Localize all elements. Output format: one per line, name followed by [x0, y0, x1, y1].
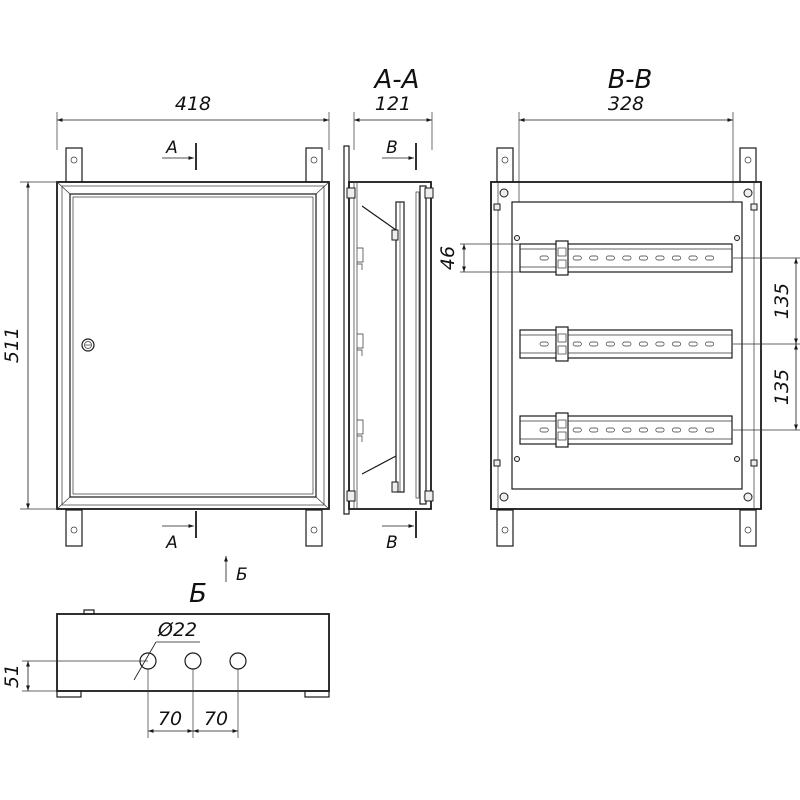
dim-bb-width: 328 [518, 93, 734, 202]
knockout-hole-2 [184, 652, 202, 670]
dim-front-width: 418 [56, 93, 330, 150]
cut-label-b-bottom: B [386, 533, 398, 553]
rail-terminal-screw [557, 333, 567, 343]
din-rail-slot [572, 255, 582, 261]
rail-terminal-screw [557, 419, 567, 429]
din-rail-slot [638, 341, 648, 347]
din-rail-body [519, 243, 733, 273]
dim-rail-height: 46 [437, 243, 520, 273]
dim-hole-pitch-1-label: 70 [158, 708, 182, 730]
din-rail-slot [705, 427, 715, 433]
din-rail-slot [672, 427, 681, 433]
dim-aa-depth-label: 121 [375, 93, 411, 115]
cut-marker-a-bottom: A [162, 511, 197, 553]
dim-rail-height-label: 46 [437, 246, 459, 270]
din-rail-slot [539, 341, 549, 347]
din-rail-body [519, 415, 733, 445]
din-rail-slot [572, 427, 582, 433]
din-rail [519, 326, 733, 362]
cut-label-b-top: B [386, 138, 398, 158]
din-rail-slot [539, 427, 549, 433]
dim-hole-diameter: Ø22 [133, 619, 200, 681]
dim-rail-pitch-1-label: 135 [771, 283, 793, 319]
front-view: 418 511 A A Б [1, 93, 330, 585]
din-rail-slot [622, 341, 632, 347]
front-door [69, 193, 317, 498]
din-rail-body [519, 329, 733, 359]
din-rail-slot [605, 427, 615, 433]
view-arrow-b: Б [224, 556, 248, 585]
din-rail-slot [638, 427, 648, 433]
rail-terminal-screw [557, 431, 567, 441]
door-lock-icon [81, 338, 95, 352]
din-rail [519, 412, 733, 448]
din-rails [519, 240, 733, 448]
din-rail-slot [705, 255, 715, 261]
dim-rail-pitch: 135 135 [733, 257, 800, 431]
din-rail-slot [655, 427, 665, 433]
section-aa-title: A-A [373, 65, 420, 95]
cut-marker-a-top: A [162, 138, 197, 170]
din-rail [519, 240, 733, 276]
dim-bb-width-label: 328 [608, 93, 644, 115]
front-body [56, 181, 330, 510]
cut-label-a-top: A [165, 138, 178, 158]
view-b: Б Ø22 51 70 [1, 579, 330, 738]
dim-front-height-label: 511 [1, 327, 23, 363]
din-rail-slot [572, 341, 582, 347]
din-rail-slot [688, 255, 698, 261]
din-rail-slot [589, 427, 599, 433]
din-rail-slot [622, 427, 632, 433]
dim-rail-pitch-2-label: 135 [771, 369, 793, 405]
view-arrow-b-label: Б [236, 565, 248, 585]
cut-marker-b-top: B [382, 138, 417, 170]
din-rail-slot [589, 341, 599, 347]
bb-body [490, 181, 762, 510]
bb-mounting-tabs [496, 147, 757, 547]
knockout-hole-3 [229, 652, 247, 670]
dim-hole-pitch-2-label: 70 [204, 708, 228, 730]
rail-terminal-block [555, 240, 569, 276]
din-rail-slot [622, 255, 632, 261]
din-rail-slot [539, 255, 549, 261]
aa-rail-clips [357, 247, 364, 442]
rail-terminal-block [555, 326, 569, 362]
rail-terminal-screw [557, 345, 567, 355]
dim-front-height: 511 [1, 181, 57, 510]
dim-bottom-height-label: 51 [1, 664, 23, 688]
section-bb: B-B 328 [437, 65, 800, 547]
din-rail-slot [688, 427, 698, 433]
cut-label-a-bottom: A [165, 533, 178, 553]
din-rail-slot [605, 255, 615, 261]
din-rail-slot [655, 255, 665, 261]
bb-mounting-plate [511, 201, 743, 490]
dim-hole-diameter-label: Ø22 [157, 619, 197, 641]
dim-bottom-height: 51 [1, 660, 148, 692]
din-rail-slot [655, 341, 665, 347]
din-rail-slot [688, 341, 698, 347]
view-b-title: Б [189, 579, 207, 609]
cut-marker-b-bottom: B [382, 511, 417, 553]
dim-aa-depth: 121 [353, 93, 433, 150]
din-rail-slot [672, 341, 681, 347]
rail-terminal-block [555, 412, 569, 448]
din-rail-slot [605, 341, 615, 347]
din-rail-slot [638, 255, 648, 261]
dim-front-width-label: 418 [175, 93, 211, 115]
rail-terminal-screw [557, 247, 567, 257]
din-rail-slot [589, 255, 599, 261]
section-bb-title: B-B [608, 65, 653, 95]
section-aa: A-A 121 B B [343, 65, 434, 553]
knockout-holes [139, 652, 247, 670]
rail-terminal-screw [557, 259, 567, 269]
bb-corner-screws [493, 188, 758, 502]
dim-hole-pitch: 70 70 [147, 669, 239, 738]
aa-body [348, 181, 432, 510]
din-rail-slot [705, 341, 715, 347]
din-rail-slot [672, 255, 681, 261]
